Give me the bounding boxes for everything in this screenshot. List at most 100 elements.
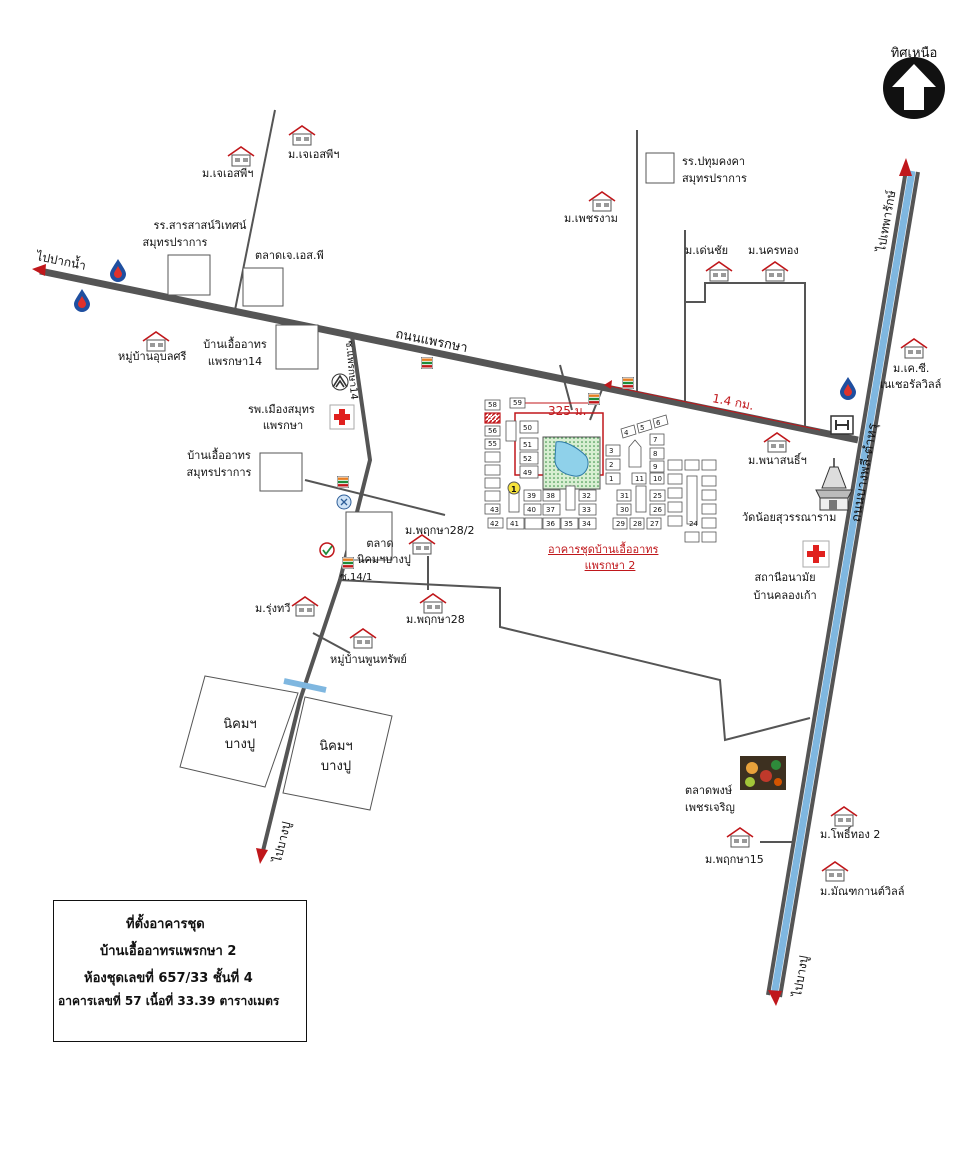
building-number-5: 5 [640,424,645,432]
bridge [283,678,327,693]
legend-line4: อาคารเลขที่ 57 เนื้อที่ 33.39 ตารางเมตร [58,994,280,1008]
building-number-37: 37 [546,506,555,514]
label-nikom-b-1: นิคมฯ [319,739,353,754]
arrow-bangpoo-left-icon [256,848,268,864]
building-number-57: 57 [488,414,498,422]
building-number-42: 42 [490,520,499,528]
label-hospital-1: รพ.เมืองสมุทร [248,403,315,416]
north-arrow-icon [883,57,945,119]
label-nikom-a-1: นิคมฯ [223,717,257,732]
label-market-petch-1: ตลาดพงษ์ [685,784,733,797]
building-number-55: 55 [488,440,497,448]
building-number-41: 41 [510,520,519,528]
health-station-cross-icon [802,540,830,568]
label-sarasas-1: รร.สารสาสน์วิเทศน์ [153,219,247,232]
marker-number: 1 [511,485,517,494]
label-market-petch-2: เพชรเจริญ [685,801,735,814]
building-number-11: 11 [635,475,644,483]
building-number-6: 6 [656,419,661,427]
hospital-cross-icon [329,404,355,430]
label-pruksa28: ม.พฤกษา28 [406,613,465,626]
fresh-market-image [740,756,786,790]
label-nikom-market-2: นิคมฯบางปู [357,553,411,566]
euarthorn14-box [275,324,319,370]
building-number-40: 40 [527,506,536,514]
police-badge-icon [336,494,352,510]
honda-logo-icon [830,415,854,435]
building-number-35: 35 [564,520,573,528]
building-number-59: 59 [513,399,522,407]
label-nikom-b-2: บางปู [320,759,352,774]
building-number-51: 51 [523,441,532,449]
label-euarthorn-sp-2: สมุทรปราการ [186,466,252,479]
seven-eleven-icon [421,357,433,369]
label-pathum-2: สมุทรปราการ [682,172,747,185]
building-number-1: 1 [609,475,614,483]
label-health-2: บ้านคลองเก้า [753,589,817,602]
pttr-logo-icon [331,373,349,391]
building-number-34: 34 [582,520,591,528]
legend-line2: บ้านเอื้ออาทรแพรกษา 2 [100,944,237,959]
legend-box: ที่ตั้งอาคารชุด บ้านเอื้ออาทรแพรกษา 2 ห้… [53,900,307,1042]
building-number-43: 43 [490,506,499,514]
location-marker-icon [507,481,521,495]
label-nakornthong: ม.นครทอง [748,244,799,257]
house-icon [726,827,754,848]
building-number-25: 25 [653,492,662,500]
distance-14-line [604,384,821,431]
distance-325: 325 ม. [548,404,587,418]
house-icon [349,628,377,649]
seven-eleven-icon [337,476,349,488]
house-icon [419,593,447,614]
house-icon [705,261,733,282]
area-boxes [167,152,675,811]
label-photong: ม.โพธิ์ทอง 2 [820,828,881,841]
label-ubonsri: หมู่บ้านอุบลศรี [118,350,187,363]
gas-station-icon [74,289,90,312]
label-euarthorn14-2: แพรกษา14 [207,355,263,368]
project-site [484,397,717,543]
house-icon [408,534,436,555]
euarthorn-sp-box [259,452,303,492]
legend-line1: ที่ตั้งอาคารชุด [126,917,205,932]
building-number-56: 56 [488,427,497,435]
label-nikom-market-1: ตลาด [366,537,394,550]
building-number-39: 39 [527,492,536,500]
house-icon [763,432,791,453]
sarasas-school-box [167,254,211,296]
building-number-33: 33 [582,506,591,514]
building-number-9: 9 [653,463,658,471]
house-icon [900,338,928,359]
label-kc-2: เนเชอรัลวิลล์ [880,378,942,391]
label-hospital-2: แพรกษา [262,419,304,432]
north-label: ทิศเหนือ [890,46,938,61]
house-icon [291,596,319,617]
label-pathum-1: รร.ปทุมคงคา [682,155,746,168]
label-denchai: ม.เด่นชัย [685,244,729,257]
building-number-58: 58 [488,401,497,409]
building-number-4: 4 [624,429,629,437]
house-icon [588,191,616,212]
house-icon [288,125,316,146]
building-number-50: 50 [523,424,532,432]
label-sarasas-2: สมุทรปราการ [142,236,208,249]
building-number-38: 38 [546,492,555,500]
temple-icon [815,458,853,511]
label-health-1: สถานีอนามัย [754,571,816,584]
house-icon [227,146,255,167]
label-panasin: ม.พนาสนธิ์ฯ [748,454,807,467]
label-jsp2: ม.เจเอสพีฯ [288,148,340,161]
building-number-8: 8 [653,450,658,458]
building-number-24: 24 [689,520,698,528]
gas-station-icon [110,259,126,282]
arrow-paknam-icon [32,264,46,276]
building-number-7: 7 [653,436,658,444]
arrow-bangpoo-right-icon [768,990,782,1006]
building-number-29: 29 [616,520,625,528]
label-project-1: อาคารชุดบ้านเอื้ออาทร [548,543,659,556]
building-number-3: 3 [609,447,614,455]
house-icon [830,806,858,827]
building-number-31: 31 [620,492,629,500]
label-nikom-a-2: บางปู [224,737,256,752]
